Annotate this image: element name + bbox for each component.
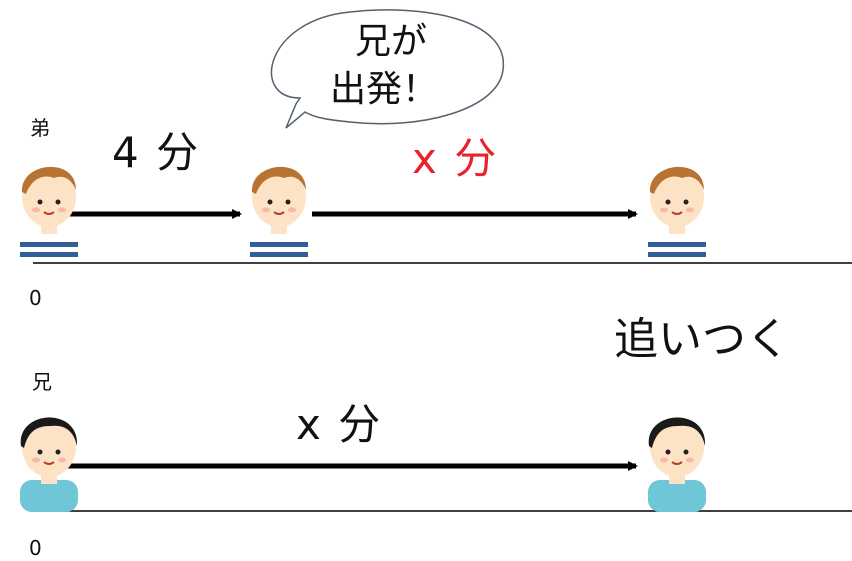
older-brother-label: 兄 [32,370,52,394]
top-origin-label: 0 [29,286,42,310]
bottom-origin-label: 0 [29,536,42,560]
segment-4min-label: 4 分 [112,128,201,177]
younger-brother-figure-end [648,166,706,262]
speech-bubble [270,9,504,129]
segment-x-min-label-top: x 分 [412,134,499,183]
catch-up-label: 追いつく [614,314,790,365]
younger-brother-figure-middle [250,166,308,262]
younger-brother-label: 弟 [30,116,50,140]
older-brother-figure-end [648,417,706,512]
older-brother-figure-start [20,417,78,512]
younger-brother-figure-start [20,166,78,262]
speech-bubble-line1: 兄が [355,21,428,62]
segment-x-min-label-bottom: x 分 [296,400,383,449]
speech-bubble-line2: 出発！ [330,69,439,110]
